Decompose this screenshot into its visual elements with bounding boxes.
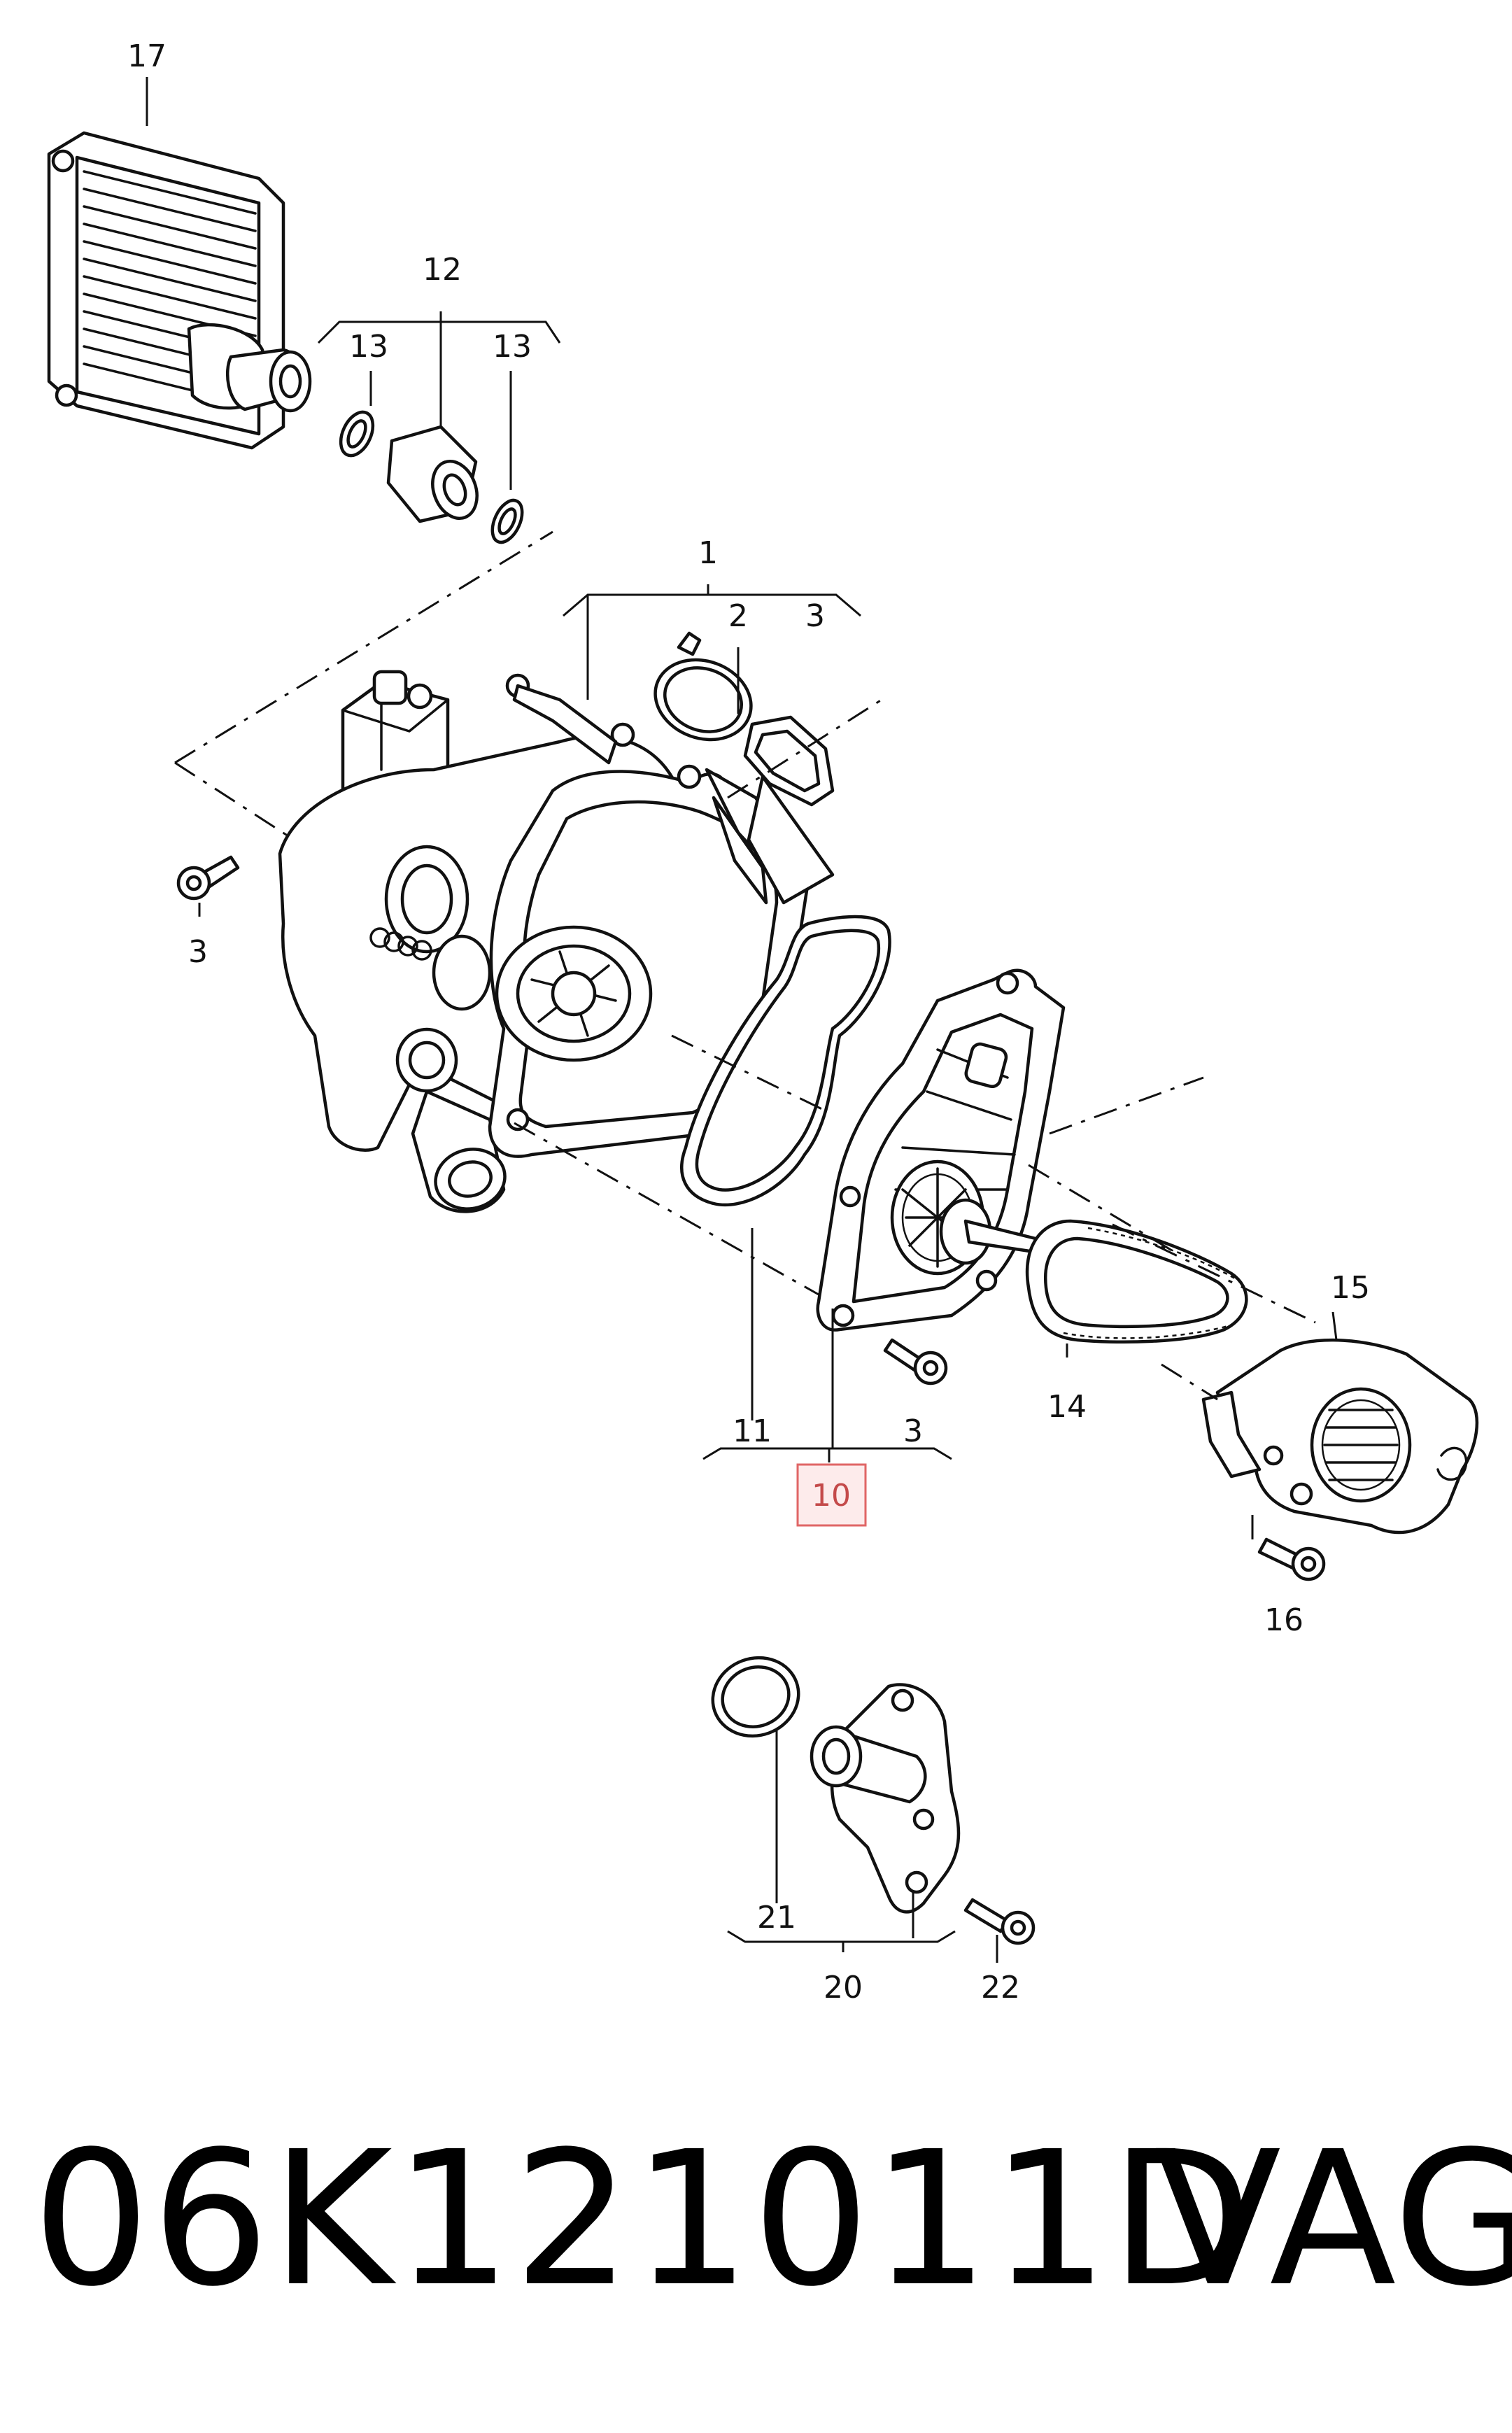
callout-2: 2 [728,598,748,634]
coolant-pump-housing [278,670,835,1213]
callout-3-left: 3 [188,934,208,970]
callout-22: 22 [981,1970,1020,2005]
leader-lines [146,77,1338,1963]
bolt-22 [963,1898,1036,1945]
callout-10-highlighted: 10 [796,1463,867,1527]
coolant-pump-unit [816,968,1066,1332]
bolt-16 [1257,1537,1326,1581]
gasket-11 [680,915,891,1207]
gasket-3 [743,715,835,807]
assembly-lines [174,530,1316,1401]
callout-13-left: 13 [349,329,388,365]
callout-12: 12 [423,252,462,288]
callout-3-top: 3 [805,598,825,634]
callout-3-right: 3 [903,1413,923,1449]
callout-11: 11 [733,1413,772,1449]
coolant-connector [711,1656,961,1914]
bolt-3-left [176,855,240,901]
callout-17: 17 [127,38,167,74]
callout-16: 16 [1264,1602,1303,1638]
callout-1: 1 [698,535,718,571]
toothed-belt [1025,1219,1248,1344]
oil-cooler [47,131,312,450]
bolt-3-right [883,1338,948,1385]
part-number: 06K121011D [32,2112,1255,2327]
callout-20: 20 [824,1970,863,2005]
callout-14: 14 [1047,1389,1087,1425]
brand-name: VAG [1154,2112,1512,2327]
gasket-2 [653,631,753,742]
check-valve-assembly [339,410,524,544]
callout-10: 10 [812,1478,851,1514]
belt-cover [1201,1338,1479,1535]
callout-21: 21 [757,1900,796,1935]
callout-15: 15 [1331,1270,1370,1306]
callout-13-right: 13 [493,329,532,365]
callout-labels: 17 12 13 13 1 2 3 3 15 14 11 3 16 21 20 … [127,38,1370,2005]
